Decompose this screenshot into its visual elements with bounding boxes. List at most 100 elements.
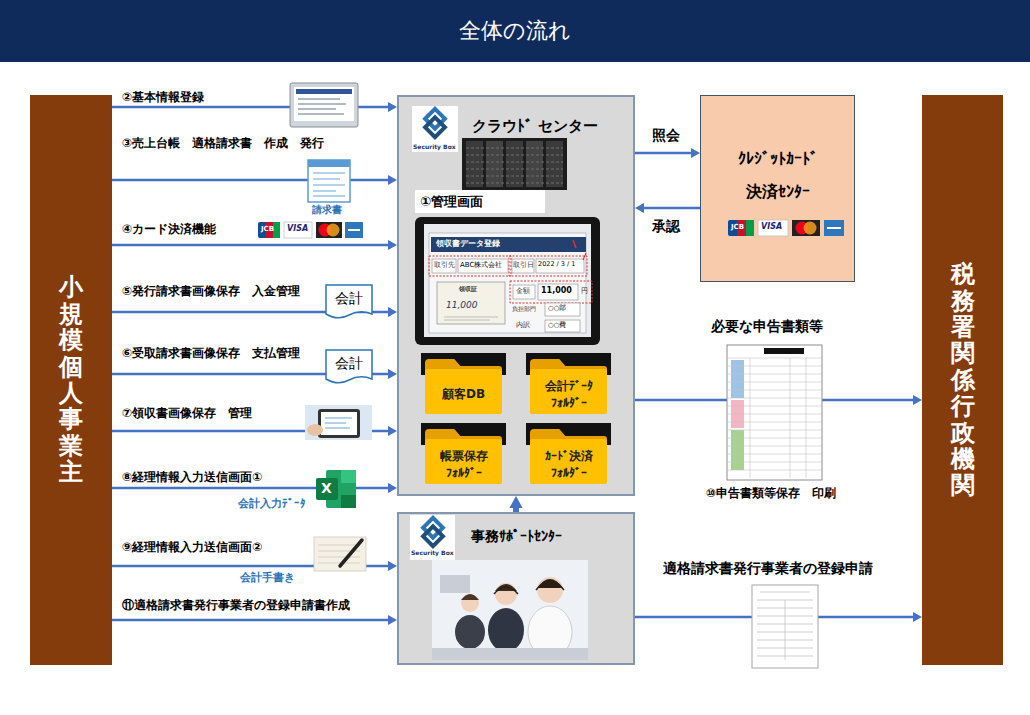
arrow-head	[388, 561, 397, 571]
folder-tab	[425, 359, 502, 414]
caption-bar	[415, 190, 545, 213]
arrow-head	[388, 307, 397, 317]
field-unit: 円	[581, 288, 588, 296]
field-name: 取引日	[513, 262, 534, 270]
application-form-image-part	[757, 592, 813, 660]
call-center-photo-part	[494, 587, 518, 594]
field-value: ABC株式会社	[460, 261, 502, 269]
security-logo	[412, 106, 458, 152]
logo-text: Security Box	[411, 549, 454, 556]
arrow-line	[642, 207, 700, 210]
security-logo	[410, 515, 455, 560]
card-logos-part	[827, 227, 841, 229]
monitor-screen-part	[432, 259, 456, 273]
card-logos-part	[758, 220, 788, 236]
screen-icon-part	[290, 83, 358, 127]
phone-photo-part	[305, 405, 372, 440]
folder-label: ｶｰﾄﾞ決済 ﾌｫﾙﾀﾞｰ	[537, 439, 600, 490]
call-center-photo-part	[461, 594, 479, 612]
monitor-screen-part	[444, 317, 498, 320]
monitor-screen-part	[437, 282, 505, 324]
card-brand: VISA	[287, 224, 308, 234]
folder-node: 会計ﾃﾞｰﾀ ﾌｫﾙﾀﾞｰ	[530, 357, 607, 420]
tax-form-image-part	[727, 358, 822, 478]
vertical-label: 税務署 関係行政機関	[951, 261, 975, 499]
phone-photo-part	[318, 409, 360, 438]
arrow-head	[913, 612, 922, 622]
phone-photo	[305, 405, 372, 440]
arrow-head	[388, 240, 397, 250]
monitor-screen	[415, 217, 600, 345]
tax-form-image-part	[727, 345, 822, 480]
call-center-photo-part	[432, 648, 588, 660]
flow-arrow	[635, 203, 700, 213]
box-fill	[922, 95, 1003, 665]
arrow-head	[388, 175, 397, 185]
spreadsheet-icon-part	[341, 470, 356, 483]
vertical-label: 小規模 個人事業主	[59, 274, 83, 485]
folder-node: 顧客DB	[425, 357, 502, 420]
monitor-screen-part	[536, 259, 584, 273]
card-brand: JCB	[261, 225, 274, 233]
monitor-screen-part	[545, 320, 580, 332]
card-logos-part	[348, 229, 360, 231]
folder-node: 帳票保存 ﾌｫﾙﾀﾞｰ	[425, 427, 502, 490]
folder-shape	[425, 357, 502, 414]
monitor-screen-part	[415, 217, 600, 345]
receipt-amount: 11,000	[446, 300, 478, 311]
document-icon	[326, 350, 372, 383]
field-value: 11,000	[541, 286, 572, 296]
server-rack-part	[466, 148, 563, 183]
call-center-photo-part	[455, 615, 485, 649]
flow-arrow	[112, 615, 397, 625]
security-logo-part	[421, 109, 449, 137]
flow-label: 必要な申告書類等	[711, 318, 823, 335]
invoice-icon	[308, 160, 350, 202]
folder-label: 帳票保存 ﾌｫﾙﾀﾞｰ	[432, 439, 495, 490]
call-center-photo	[432, 560, 588, 660]
flow-arrow	[635, 148, 700, 158]
card-logos-part	[316, 222, 342, 238]
flow-label: 適格請求書発行事業者の登録申請	[663, 560, 873, 577]
field-name: 取引先	[434, 262, 455, 270]
monitor-screen-part	[512, 259, 534, 273]
card-logos-part	[284, 222, 312, 238]
handwriting-photo	[314, 537, 366, 571]
card-logos-part	[258, 222, 280, 238]
application-form-image-part	[752, 585, 818, 668]
arrow-head	[388, 426, 397, 436]
invoice-icon-part	[308, 160, 350, 167]
folder-node: ｶｰﾄﾞ決済 ﾌｫﾙﾀﾞｰ	[530, 427, 607, 490]
monitor-screen-part	[429, 233, 586, 333]
flow-label: ④カード決済機能	[122, 222, 216, 236]
flow-label: ⑥受取請求書画像保存 支払管理	[122, 346, 300, 360]
box-fill	[30, 95, 112, 665]
card-logos-part	[728, 220, 754, 236]
tax-form-image	[727, 345, 822, 480]
arrow-head	[388, 615, 397, 625]
monitor-screen-part	[573, 240, 576, 248]
application-form-image	[752, 585, 818, 668]
icon-caption: 請求書	[312, 204, 342, 216]
arrow-head	[691, 148, 700, 158]
authority-band: 税務署 関係行政機関	[922, 95, 1003, 665]
call-center-photo-part	[495, 583, 517, 605]
monitor-screen-part	[424, 224, 591, 337]
box-fill	[397, 512, 635, 665]
monitor-screen-part	[510, 281, 592, 303]
spreadsheet-icon-part	[341, 495, 356, 508]
flow-arrow	[509, 496, 522, 512]
logo-text: Security Box	[413, 143, 456, 150]
card-logos	[728, 220, 844, 236]
security-logo-part	[419, 518, 447, 546]
card-logos-part	[824, 220, 844, 236]
phone-photo-part	[307, 424, 323, 436]
security-logo-part	[412, 106, 458, 152]
flow-arrow	[112, 240, 397, 250]
icon-caption: 会計手書き	[240, 571, 295, 584]
screen-icon-part	[296, 89, 352, 94]
handwriting-photo-part	[314, 537, 366, 571]
screen-icon	[290, 83, 358, 127]
